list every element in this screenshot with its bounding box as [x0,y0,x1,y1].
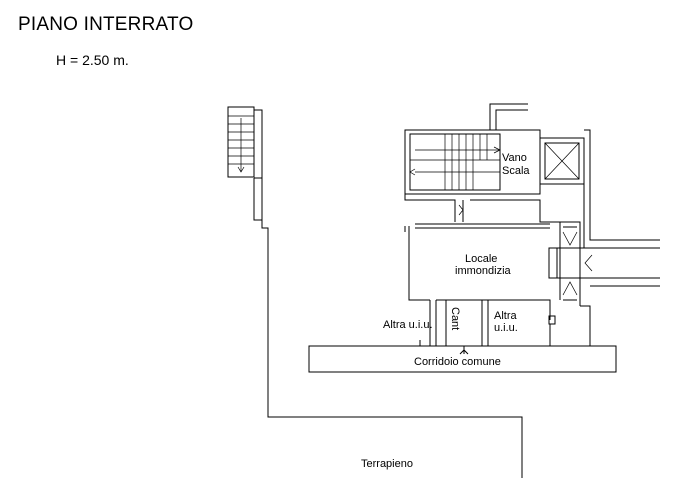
locale-immondizia-room [404,223,551,320]
label-terrapieno: Terrapieno [361,458,413,470]
door-swings [458,204,593,296]
lift-shaft [539,137,585,185]
stair-block [404,103,541,195]
right-structure [404,129,660,347]
label-uiu-right: u.i.u. [494,322,518,334]
label-vano: Vano [502,152,527,164]
label-locale: Locale [465,253,497,265]
label-scala: Scala [502,165,530,177]
page-title: PIANO INTERRATO [18,14,194,35]
left-boundary-wall [253,109,523,478]
label-altra-uiu-left: Altra u.i.u. [383,319,433,331]
label-corridoio: Corridoio comune [414,356,501,368]
label-altra-right: Altra [494,310,518,322]
corridoio-comune [308,345,617,373]
floor-height: H = 2.50 m. [56,52,129,68]
label-cant: Cant [449,307,461,330]
label-immondizia: immondizia [455,265,512,277]
left-staircase [227,106,255,178]
